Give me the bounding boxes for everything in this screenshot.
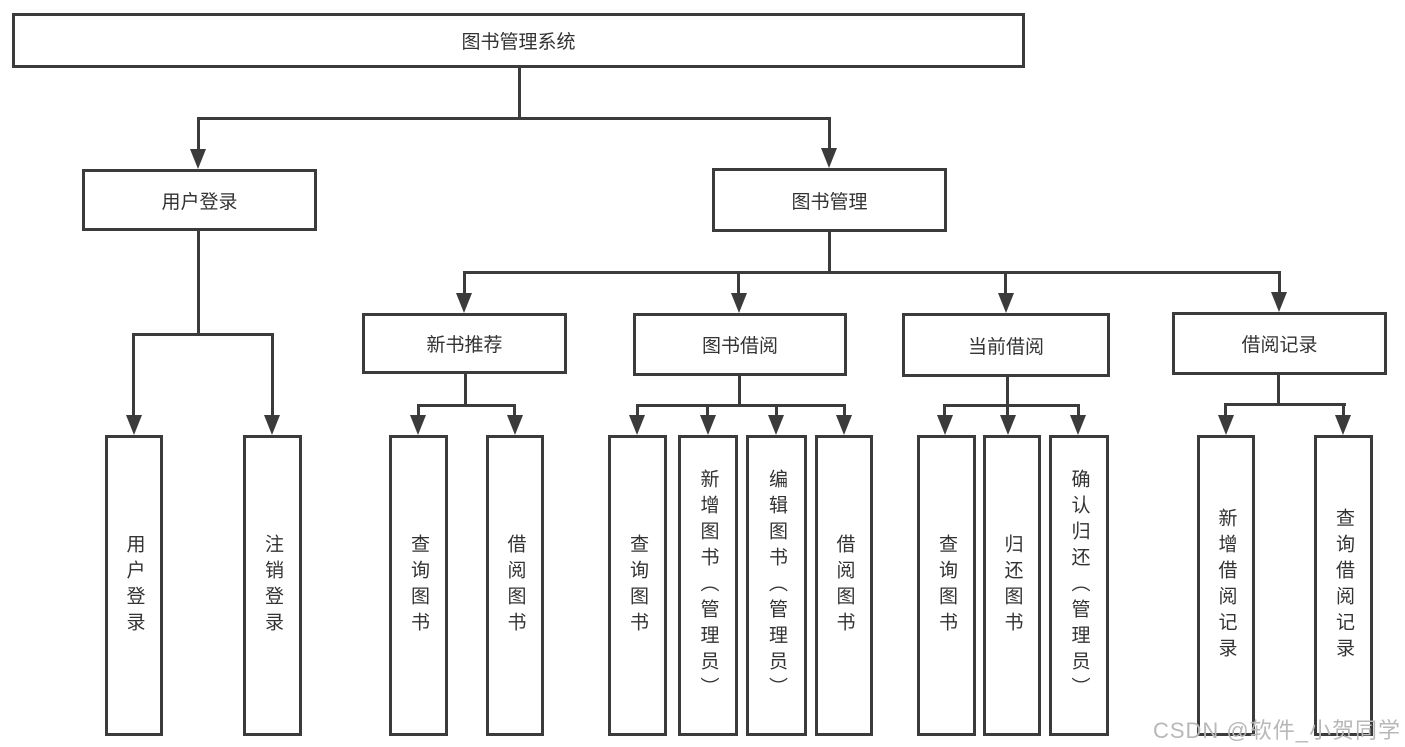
arrow-down-icon: [731, 293, 747, 313]
leaf-borrow-books-recommend: 借阅图书: [486, 435, 544, 736]
connector-line: [738, 376, 741, 407]
leaf-return-books-label: 归还图书: [1001, 533, 1023, 638]
arrow-down-icon: [821, 148, 837, 168]
node-root-label: 图书管理系统: [461, 32, 576, 53]
connector-line: [1224, 403, 1346, 406]
arrow-down-icon: [1271, 292, 1287, 312]
node-book-borrow: 图书借阅: [633, 313, 847, 376]
connector-line: [737, 271, 740, 295]
arrow-down-icon: [126, 415, 142, 435]
connector-line: [197, 117, 200, 151]
arrow-down-icon: [456, 293, 472, 313]
leaf-query-books-current: 查询图书: [917, 435, 976, 736]
arrow-down-icon: [700, 415, 716, 435]
arrow-down-icon: [1070, 415, 1086, 435]
node-user-login-label: 用户登录: [161, 191, 238, 213]
node-book-borrow-label: 图书借阅: [701, 336, 778, 357]
connector-line: [636, 404, 846, 407]
arrow-down-icon: [1000, 415, 1016, 435]
leaf-query-books-borrow: 查询图书: [608, 435, 667, 736]
leaf-query-books-borrow-label: 查询图书: [627, 533, 648, 638]
connector-line: [943, 404, 946, 417]
arrow-down-icon: [264, 415, 280, 435]
node-current-borrow-label: 当前借阅: [967, 336, 1044, 358]
leaf-user-login: 用户登录: [105, 435, 163, 736]
leaf-edit-books-admin-label: 编辑图书（管理员）: [766, 468, 787, 703]
leaf-query-books-recommend-label: 查询图书: [408, 533, 429, 638]
connector-line: [132, 333, 274, 336]
connector-line: [1004, 271, 1007, 295]
leaf-logout-label: 注销登录: [262, 533, 283, 638]
node-borrow-records: 借阅记录: [1172, 312, 1387, 375]
leaf-user-login-label: 用户登录: [123, 533, 145, 638]
connector-line: [828, 232, 831, 273]
arrow-down-icon: [937, 415, 953, 435]
leaf-borrow-books-label: 借阅图书: [833, 533, 855, 638]
node-root: 图书管理系统: [12, 13, 1025, 68]
node-new-book-recommend-label: 新书推荐: [426, 335, 503, 356]
arrow-down-icon: [836, 415, 852, 435]
arrow-down-icon: [190, 149, 206, 169]
leaf-edit-books-admin: 编辑图书（管理员）: [746, 435, 807, 736]
connector-line: [1077, 404, 1080, 417]
node-current-borrow: 当前借阅: [902, 313, 1110, 377]
leaf-add-borrow-record: 新增借阅记录: [1197, 435, 1255, 736]
connector-line: [706, 404, 709, 417]
node-user-login: 用户登录: [82, 169, 317, 231]
connector-line: [513, 404, 516, 417]
connector-line: [463, 271, 1281, 274]
arrow-down-icon: [410, 415, 426, 435]
connector-line: [464, 374, 467, 407]
connector-line: [197, 117, 831, 120]
connector-line: [518, 68, 521, 118]
leaf-add-borrow-record-label: 新增借阅记录: [1215, 507, 1237, 664]
connector-line: [197, 231, 200, 335]
arrow-down-icon: [629, 415, 645, 435]
connector-line: [271, 333, 274, 417]
arrow-down-icon: [998, 293, 1014, 313]
leaf-add-books-admin: 新增图书（管理员）: [678, 435, 738, 736]
connector-line: [636, 404, 639, 417]
connector-line: [1006, 377, 1009, 407]
connector-line: [1006, 404, 1009, 417]
leaf-confirm-return-admin: 确认归还（管理员）: [1049, 435, 1109, 736]
leaf-confirm-return-admin-label: 确认归还（管理员）: [1068, 468, 1090, 703]
arrow-down-icon: [1335, 415, 1351, 435]
node-book-management-label: 图书管理: [791, 191, 868, 213]
arrow-down-icon: [1218, 415, 1234, 435]
connector-line: [828, 117, 831, 150]
leaf-query-books-recommend: 查询图书: [389, 435, 448, 736]
connector-line: [1342, 403, 1345, 417]
arrow-down-icon: [768, 415, 784, 435]
connector-line: [463, 271, 466, 295]
leaf-logout: 注销登录: [243, 435, 302, 736]
connector-line: [843, 404, 846, 417]
leaf-return-books: 归还图书: [983, 435, 1041, 736]
connector-line: [943, 404, 1080, 407]
connector-line: [417, 404, 420, 417]
connector-line: [775, 404, 778, 417]
node-borrow-records-label: 借阅记录: [1241, 335, 1318, 356]
connector-line: [132, 333, 135, 417]
node-book-management: 图书管理: [712, 168, 947, 232]
leaf-borrow-books-recommend-label: 借阅图书: [504, 533, 526, 638]
leaf-add-books-admin-label: 新增图书（管理员）: [697, 468, 719, 703]
connector-line: [1277, 375, 1280, 406]
arrow-down-icon: [507, 415, 523, 435]
leaf-query-borrow-record-label: 查询借阅记录: [1333, 507, 1354, 664]
connector-line: [1278, 271, 1281, 294]
node-new-book-recommend: 新书推荐: [362, 313, 567, 374]
connector-line: [417, 404, 516, 407]
leaf-query-books-current-label: 查询图书: [936, 533, 957, 638]
leaf-borrow-books: 借阅图书: [815, 435, 873, 736]
csdn-watermark: CSDN @软件_小贺同学: [1152, 718, 1401, 743]
leaf-query-borrow-record: 查询借阅记录: [1314, 435, 1373, 736]
connector-line: [1224, 403, 1227, 417]
